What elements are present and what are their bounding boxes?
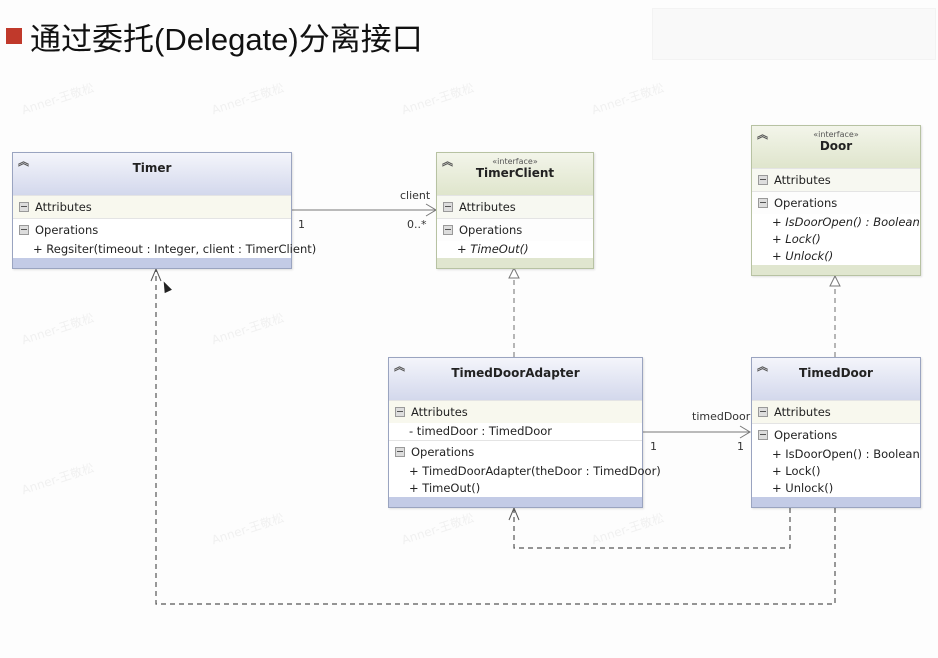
multiplicity-source: 1 <box>298 218 305 231</box>
operations-section[interactable]: Operations <box>437 218 593 241</box>
class-timer[interactable]: ︽ Timer Attributes Operations + Regsiter… <box>12 152 316 269</box>
class-footer <box>752 265 920 275</box>
section-label: Attributes <box>774 405 831 419</box>
collapse-icon[interactable]: ︽ <box>757 128 768 141</box>
class-footer <box>752 497 920 507</box>
interface-door[interactable]: ︽ «interface» Door Attributes Operations… <box>751 125 921 276</box>
section-label: Operations <box>35 223 99 237</box>
section-label: Attributes <box>35 200 92 214</box>
dependency-timeddoor-timer <box>155 270 836 605</box>
role-label-client: client <box>400 189 431 202</box>
multiplicity-target: 1 <box>737 440 744 453</box>
open-arrow-timer <box>150 267 162 282</box>
operation-item[interactable]: + Unlock() <box>752 248 920 265</box>
hollow-triangle-timerclient <box>508 266 520 279</box>
class-header: ︽ «interface» Door <box>752 126 920 168</box>
class-footer <box>13 258 291 268</box>
faded-toolbar <box>652 8 936 60</box>
attributes-section[interactable]: Attributes <box>389 400 642 423</box>
interface-timerclient[interactable]: ︽ «interface» TimerClient Attributes Ope… <box>436 152 594 269</box>
minus-box-icon[interactable] <box>395 407 405 417</box>
collapse-icon[interactable]: ︽ <box>442 155 453 168</box>
section-label: Operations <box>774 428 838 442</box>
minus-box-icon[interactable] <box>395 447 405 457</box>
section-label: Operations <box>411 445 475 459</box>
role-label-timeddoor: timedDoor <box>692 410 751 423</box>
minus-box-icon[interactable] <box>443 202 453 212</box>
class-header: ︽ TimedDoorAdapter <box>389 358 642 400</box>
operation-item[interactable]: + TimeOut() <box>389 480 642 497</box>
minus-box-icon[interactable] <box>19 225 29 235</box>
class-name: Timer <box>132 161 172 175</box>
operation-item[interactable]: + TimedDoorAdapter(theDoor : TimedDoor) <box>389 463 661 480</box>
minus-box-icon[interactable] <box>19 202 29 212</box>
operation-item[interactable]: + Lock() <box>752 231 920 248</box>
stereotype: «interface» <box>813 130 859 139</box>
operation-item[interactable]: + IsDoorOpen() : Boolean <box>752 446 920 463</box>
title-text: 通过委托(Delegate)分离接口 <box>30 21 423 57</box>
attributes-section[interactable]: Attributes <box>752 168 920 191</box>
minus-box-icon[interactable] <box>758 430 768 440</box>
dependency-timeddoor-adapter <box>513 508 791 549</box>
multiplicity-source: 1 <box>650 440 657 453</box>
class-footer <box>437 258 593 268</box>
section-label: Attributes <box>774 173 831 187</box>
operations-section[interactable]: Operations <box>752 423 920 446</box>
operation-item[interactable]: + Unlock() <box>752 480 920 497</box>
hollow-triangle-door <box>829 274 841 287</box>
class-header: ︽ «interface» TimerClient <box>437 153 593 195</box>
slide-title: 通过委托(Delegate)分离接口 <box>6 14 423 58</box>
minus-box-icon[interactable] <box>443 225 453 235</box>
class-header: ︽ Timer <box>13 153 291 195</box>
operation-item[interactable]: + Regsiter(timeout : Integer, client : T… <box>13 241 316 258</box>
minus-box-icon[interactable] <box>758 175 768 185</box>
attributes-section[interactable]: Attributes <box>752 400 920 423</box>
class-timeddoor[interactable]: ︽ TimedDoor Attributes Operations + IsDo… <box>751 357 921 508</box>
operations-section[interactable]: Operations <box>389 440 642 463</box>
collapse-icon[interactable]: ︽ <box>757 360 768 373</box>
multiplicity-target: 0..* <box>407 218 427 231</box>
attribute-item[interactable]: - timedDoor : TimedDoor <box>389 423 642 440</box>
section-label: Attributes <box>411 405 468 419</box>
stereotype: «interface» <box>492 157 538 166</box>
operation-item[interactable]: + Lock() <box>752 463 920 480</box>
class-footer <box>389 497 642 507</box>
operations-section[interactable]: Operations <box>13 218 291 241</box>
open-arrow-adapter <box>508 506 520 521</box>
class-header: ︽ TimedDoor <box>752 358 920 400</box>
collapse-icon[interactable]: ︽ <box>18 155 29 168</box>
collapse-icon[interactable]: ︽ <box>394 360 405 373</box>
section-label: Operations <box>774 196 838 210</box>
class-name: TimedDoorAdapter <box>451 366 580 380</box>
attributes-section[interactable]: Attributes <box>437 195 593 218</box>
operation-item[interactable]: + IsDoorOpen() : Boolean <box>752 214 920 231</box>
bullet-square-icon <box>6 28 22 44</box>
minus-box-icon[interactable] <box>758 198 768 208</box>
arrowhead-timeddoor <box>739 425 751 439</box>
operation-item[interactable]: + TimeOut() <box>437 241 593 258</box>
class-name: TimedDoor <box>799 366 873 380</box>
section-label: Operations <box>459 223 523 237</box>
class-name: TimerClient <box>475 166 555 180</box>
operations-section[interactable]: Operations <box>752 191 920 214</box>
class-name: Door <box>819 139 853 153</box>
class-timeddooradapter[interactable]: ︽ TimedDoorAdapter Attributes - timedDoo… <box>388 357 661 508</box>
section-label: Attributes <box>459 200 516 214</box>
attributes-section[interactable]: Attributes <box>13 195 291 218</box>
minus-box-icon[interactable] <box>758 407 768 417</box>
